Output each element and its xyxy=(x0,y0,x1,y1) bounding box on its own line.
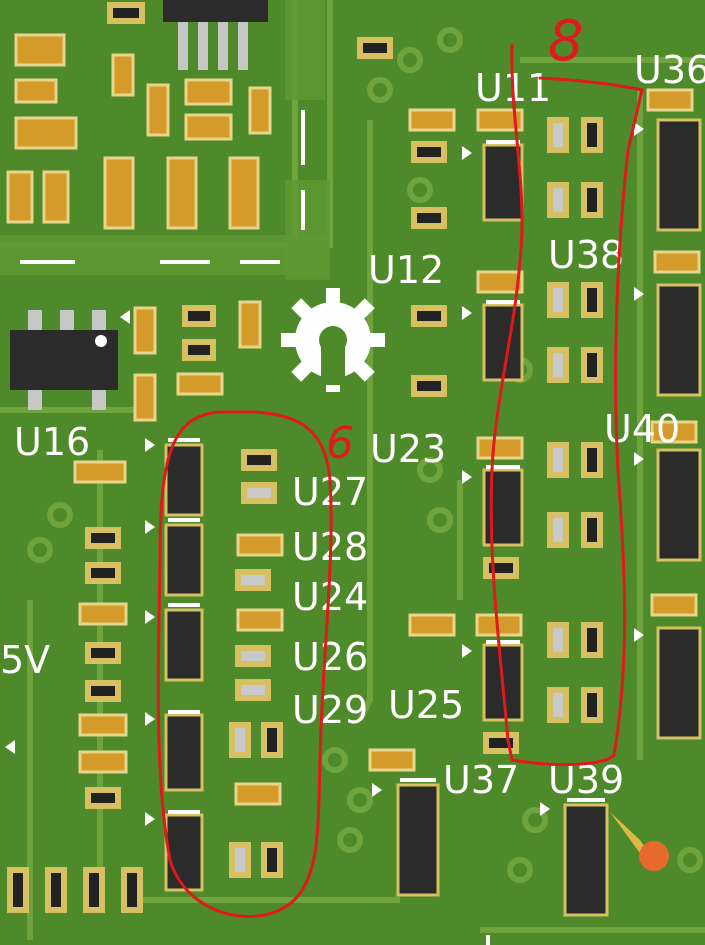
label-5v: 5V xyxy=(0,638,50,682)
annotation-number-8: 8 xyxy=(548,9,584,74)
silkscreen-lines xyxy=(20,110,490,945)
copper-pour xyxy=(0,235,330,275)
label-u26: U26 xyxy=(292,635,368,679)
label-u37: U37 xyxy=(443,758,519,802)
open-hardware-gear-icon xyxy=(281,288,385,392)
smd-resistors xyxy=(7,2,603,913)
label-u12: U12 xyxy=(368,248,444,292)
annotation-number-6: 6 xyxy=(326,418,354,469)
label-u38: U38 xyxy=(548,233,624,277)
smd-capacitors xyxy=(6,33,701,806)
label-u25: U25 xyxy=(388,683,464,727)
copper-pour xyxy=(285,180,330,280)
pin1-marker-icon xyxy=(95,335,107,347)
regulator-ic xyxy=(163,0,268,22)
highlight-marker-icon xyxy=(610,812,669,871)
label-u23: U23 xyxy=(370,427,446,471)
red-annotations xyxy=(156,43,644,918)
right-annotation-loop xyxy=(489,43,644,767)
integrated-circuits xyxy=(10,0,702,917)
left-annotation-loop xyxy=(156,410,333,918)
label-u36: U36 xyxy=(634,48,705,92)
pin1-arrow-icons xyxy=(5,122,644,826)
copper-pour xyxy=(285,0,325,100)
label-u16: U16 xyxy=(14,420,90,464)
label-u29: U29 xyxy=(292,688,368,732)
